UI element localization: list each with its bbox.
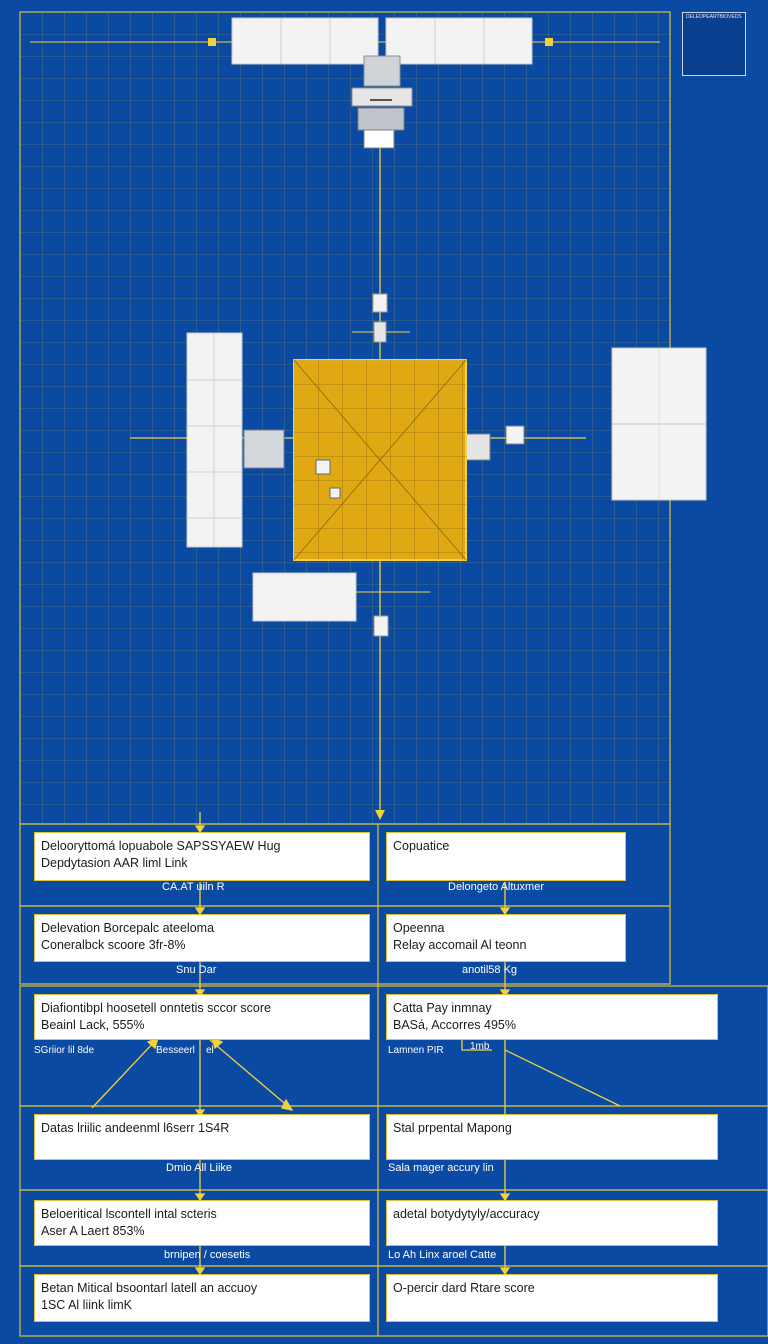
right-step-5-line1: adetal botydytyly/accuracy xyxy=(393,1207,540,1221)
right-step-4-line1: Stal prpental Mapong xyxy=(393,1121,512,1135)
left-step-4-box[interactable]: Datas lriilic andeenml l6serr 1S4R xyxy=(34,1114,370,1160)
right-step-3-label-a: Lamnen PIR xyxy=(388,1045,444,1056)
left-step-3-line1: Diafiontibpl hoosetell onntetis sccor sc… xyxy=(41,1001,271,1015)
gold-reflector-panel xyxy=(293,359,467,561)
lower-solar-panel xyxy=(252,572,430,637)
left-step-1-box[interactable]: Delooryttomá lopuabole SAPSSYAEW Hug Dep… xyxy=(34,832,370,881)
right-step-1-box[interactable]: Copuatice xyxy=(386,832,626,881)
right-step-5-box[interactable]: adetal botydytyly/accuracy xyxy=(386,1200,718,1246)
left-step-6-line2: 1SC Al liink limK xyxy=(41,1298,132,1312)
right-step-2-line2: Relay accomail Al teonn xyxy=(393,938,527,952)
right-step-4-box[interactable]: Stal prpental Mapong xyxy=(386,1114,718,1160)
right-step-1-label: Delongeto Altuxmer xyxy=(448,881,544,893)
left-step-4-label: Dmio All Liike xyxy=(166,1162,233,1174)
right-step-6-box[interactable]: O-percir dard Rtare score xyxy=(386,1274,718,1322)
left-step-3-line2: Beainl Lack, 555% xyxy=(41,1018,145,1032)
top-solar-array xyxy=(30,17,660,65)
left-step-2-box[interactable]: Delevation Borcepalc ateeloma Coneralbck… xyxy=(34,914,370,962)
left-step-4-line1: Datas lriilic andeenml l6serr 1S4R xyxy=(41,1121,230,1135)
right-step-3-line1: Catta Pay inmnay xyxy=(393,1001,492,1015)
right-step-3-line2: BASá, Accorres 495% xyxy=(393,1018,516,1032)
right-step-3-label-b: 1mb xyxy=(470,1041,490,1052)
left-step-5-line2: Aser A Laert 853% xyxy=(41,1224,145,1238)
left-step-3-label-a: SGriior lil 8de xyxy=(34,1045,95,1056)
right-step-1-line1: Copuatice xyxy=(393,839,450,853)
right-step-3-box[interactable]: Catta Pay inmnay BASá, Accorres 495% xyxy=(386,994,718,1040)
right-step-4-label: Sala mager accury lin xyxy=(388,1162,494,1174)
left-step-5-box[interactable]: Beloeritical lscontell intal scteris Ase… xyxy=(34,1200,370,1246)
mast-module-upper xyxy=(372,293,388,313)
left-step-3-label-b: Besseerl xyxy=(156,1045,195,1056)
left-step-5-label: brnipen / coesetis xyxy=(164,1249,251,1261)
thumbnail-caption: DELEOPEARTBIOVEDSDAN xyxy=(686,14,742,20)
right-step-5-label: Lo Ah Linx aroel Catte xyxy=(388,1249,497,1261)
left-step-6-box[interactable]: Betan Mitical bsoontarl latell an accuoy… xyxy=(34,1274,370,1322)
left-step-5-line1: Beloeritical lscontell intal scteris xyxy=(41,1207,217,1221)
left-step-1-label: CA.AT uiln R xyxy=(162,881,225,893)
right-solar-panel xyxy=(465,347,707,501)
left-step-1-line1: Delooryttomá lopuabole SAPSSYAEW Hug xyxy=(41,839,281,853)
left-step-1-line2: Depdytasion AAR liml Link xyxy=(41,856,188,870)
left-step-2-line2: Coneralbck scoore 3fr-8% xyxy=(41,938,186,952)
right-step-2-line1: Opeenna xyxy=(393,921,445,935)
left-step-3-label-c: el xyxy=(206,1045,214,1056)
left-step-3-box[interactable]: Diafiontibpl hoosetell onntetis sccor sc… xyxy=(34,994,370,1040)
flow-band-outlines xyxy=(19,823,768,1337)
left-solar-panel xyxy=(186,332,285,548)
satellite-bus-module xyxy=(351,55,413,149)
left-step-2-label: Snu Dar xyxy=(176,964,217,976)
left-step-2-line1: Delevation Borcepalc ateeloma xyxy=(41,921,215,935)
left-step-6-line1: Betan Mitical bsoontarl latell an accuoy xyxy=(41,1281,258,1295)
flow-connectors xyxy=(91,812,621,1276)
right-step-6-line1: O-percir dard Rtare score xyxy=(393,1281,535,1295)
thumbnail-preview[interactable]: DELEOPEARTBIOVEDSDAN xyxy=(682,12,746,76)
right-step-2-label: anotil58 Kg xyxy=(462,964,518,976)
right-step-2-box[interactable]: Opeenna Relay accomail Al teonn xyxy=(386,914,626,962)
